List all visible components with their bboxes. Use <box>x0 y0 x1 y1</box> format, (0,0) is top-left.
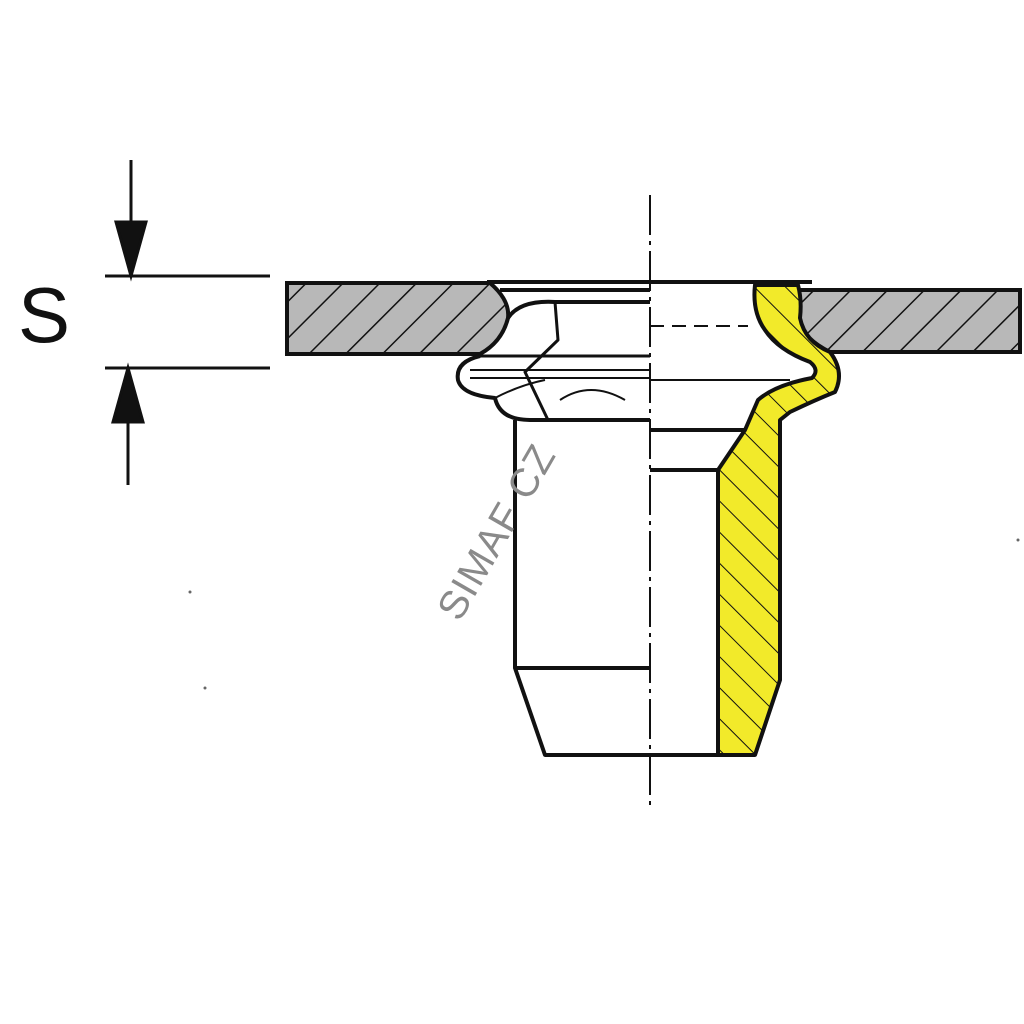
speck <box>203 686 207 690</box>
thickness-dimension <box>105 160 270 485</box>
dimension-arrow-top-head <box>114 220 148 282</box>
speck <box>1016 538 1020 542</box>
rivet-nut-exterior-view <box>455 288 650 757</box>
rivet-nut-section-view <box>650 283 841 757</box>
section-wall <box>716 283 841 757</box>
sheet-right-section <box>792 288 1022 354</box>
thickness-label: S <box>18 271 71 359</box>
sheet-left-section <box>285 281 511 356</box>
dimension-arrow-bottom-head <box>111 362 145 424</box>
speck <box>188 590 192 594</box>
